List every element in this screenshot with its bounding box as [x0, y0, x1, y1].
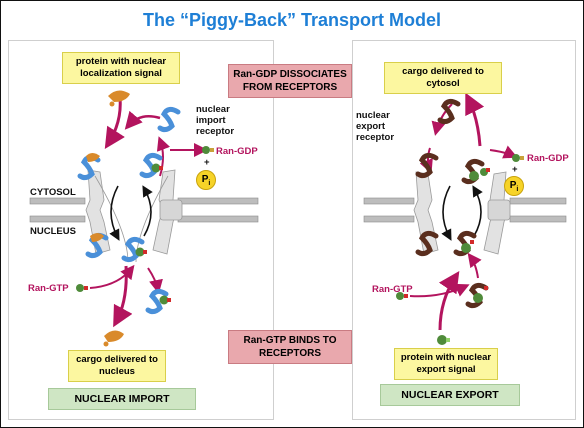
export-ran-gdp-released [512, 154, 524, 162]
export-bottom-cargo-text: protein with nuclear export signal [400, 352, 492, 375]
import-cargo-protein-bottom [103, 330, 124, 347]
import-phosphate-subscript: i [208, 180, 211, 187]
export-complex-cytosol [461, 158, 490, 185]
cytosol-label: CYTOSOL [30, 187, 76, 198]
export-top-cargo-box: cargo delivered to cytosol [384, 62, 502, 94]
import-cycle-arrow-down [109, 185, 120, 241]
import-receptor-free [157, 106, 181, 133]
import-phosphate-symbol: P [201, 174, 209, 185]
import-bottom-cargo-text: cargo delivered to nucleus [76, 354, 158, 377]
import-arrow-receptor-binding [124, 110, 161, 130]
import-ran-gdp-released [202, 146, 214, 154]
export-phosphate-symbol: P [509, 180, 517, 191]
export-ran-gtp-label: Ran-GTP [372, 284, 413, 295]
export-receptor-cytosol [415, 152, 439, 179]
export-receptor-free [437, 98, 461, 125]
export-cycle-arrow-down [441, 185, 452, 241]
import-nuclear-envelope [29, 197, 259, 223]
export-arrow-ran-gdp-release [489, 145, 518, 159]
import-plus-sign: + [204, 157, 210, 168]
import-receptor-ran-complex-bottom [121, 236, 147, 263]
nuclear-import-footer: NUCLEAR IMPORT [48, 388, 196, 410]
import-receptor-cargo-complex-top [77, 153, 101, 181]
export-arrow-receptor-return [431, 103, 453, 136]
export-plus-sign: + [512, 164, 518, 175]
import-ran-gdp-label: Ran-GDP [216, 146, 258, 157]
export-arrow-cargo-binding [438, 271, 460, 331]
ran-gdp-dissociates-box: Ran-GDP DISSOCIATES FROM RECEPTORS [228, 64, 352, 98]
export-phosphate-icon: Pi [504, 176, 524, 196]
import-bottom-cargo-box: cargo delivered to nucleus [68, 350, 166, 382]
export-ran-gdp-label: Ran-GDP [527, 153, 569, 164]
export-phosphate-subscript: i [516, 186, 519, 193]
ran-gtp-binds-box: Ran-GTP BINDS TO RECEPTORS [228, 330, 352, 364]
export-cargo-bottom [437, 335, 450, 345]
import-cargo-protein-top [108, 90, 130, 107]
import-receptor-cargo-complex-bottom [85, 232, 109, 259]
export-arrow-cargo-release [465, 92, 485, 147]
import-top-cargo-text: protein with nuclear localization signal [75, 56, 167, 79]
export-receptor-label: nuclear export receptor [356, 110, 395, 143]
export-receptor-nucleus [415, 230, 439, 257]
export-complex-nucleus [453, 230, 477, 257]
export-ran-gtp-free [396, 292, 408, 300]
export-top-cargo-text: cargo delivered to cytosol [402, 66, 484, 89]
import-receptor-ran-exiting [145, 288, 171, 315]
import-arrow-complex-out [147, 267, 163, 294]
import-arrow-ran-gtp-binding [89, 264, 135, 289]
export-nuclear-envelope [363, 197, 567, 223]
export-arrow-complex-in [467, 252, 482, 279]
export-complex-forming [465, 282, 489, 309]
import-ran-gtp-label: Ran-GTP [28, 283, 69, 294]
nucleus-label: NUCLEUS [30, 226, 76, 237]
import-top-cargo-box: protein with nuclear localization signal [62, 52, 180, 84]
export-bottom-cargo-box: protein with nuclear export signal [394, 348, 498, 380]
figure-title: The “Piggy-Back” Transport Model [142, 10, 442, 30]
export-cycle-arrow-up [472, 185, 483, 237]
ran-gdp-dissociates-text: Ran-GDP DISSOCIATES FROM RECEPTORS [233, 69, 347, 93]
import-receptor-ran-top [139, 152, 163, 179]
export-arrow-ran-gtp-binding [409, 283, 470, 298]
nuclear-export-footer: NUCLEAR EXPORT [380, 384, 520, 406]
ran-gtp-binds-text: Ran-GTP BINDS TO RECEPTORS [243, 335, 337, 359]
import-arrow-cargo-release [113, 265, 133, 328]
import-nuclear-pore [85, 169, 183, 263]
import-cycle-arrow-up [142, 185, 153, 237]
import-phosphate-icon: Pi [196, 170, 216, 190]
import-receptor-label: nuclear import receptor [196, 104, 235, 137]
import-arrow-cargo-binding [104, 97, 125, 150]
import-arrow-receptor-return [156, 136, 171, 177]
import-ran-gtp-free [76, 284, 88, 292]
